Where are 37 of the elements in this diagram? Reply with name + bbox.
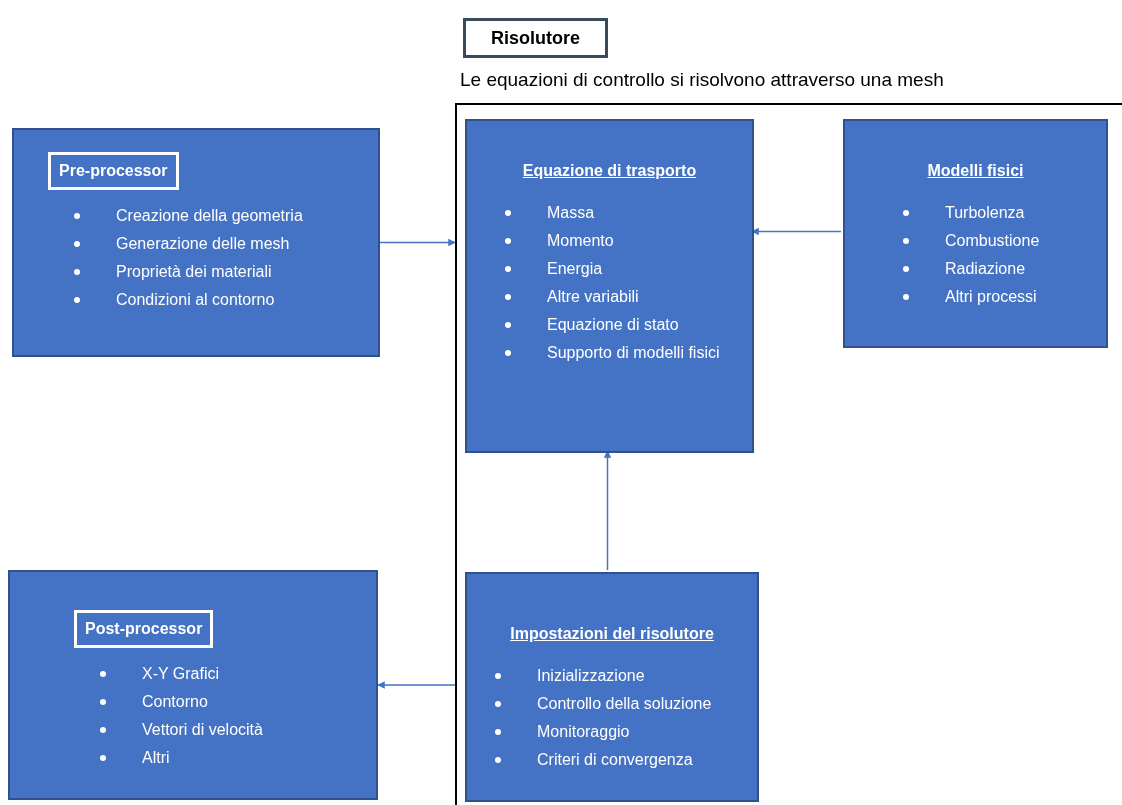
process-box [465,572,759,802]
arrow [379,238,456,247]
process-box [465,119,754,453]
list-item: Altre variabili [547,287,639,307]
list-item: Momento [547,231,614,251]
list-item: Supporto di modelli fisici [547,343,720,363]
solver-frame [455,103,1122,805]
list-item: Turbolenza [945,203,1025,223]
list-item: Equazione di stato [547,315,679,335]
list-item: Monitoraggio [537,722,630,742]
process-box [843,119,1108,348]
subtitle-text: Le equazioni di controllo si risolvono attraverso una mesh [460,68,944,92]
list-item: Combustione [945,231,1040,251]
list-item: Proprietà dei materiali [116,262,272,282]
list-item: Massa [547,203,595,223]
list-item: Altri processi [945,287,1037,307]
list-item: Inizializzazione [537,666,645,686]
list-item: Creazione della geometria [116,206,303,226]
box-heading: Pre-processor [48,152,179,190]
process-box [12,128,380,357]
list-item: Criteri di convergenza [537,750,693,770]
box-heading: Modelli fisici [927,161,1024,181]
box-heading: Post-processor [74,610,214,648]
title-box: Risolutore [463,18,608,58]
list-item: Radiazione [945,259,1026,279]
process-box [8,570,378,800]
list-item: Contorno [142,692,208,712]
list-item: Generazione delle mesh [116,234,290,254]
list-item: X-Y Grafici [142,664,220,684]
arrow [377,681,456,689]
box-heading: Impostazioni del risolutore [510,624,714,644]
list-item: Altri [142,748,170,768]
box-heading: Equazione di trasporto [522,161,697,181]
list-item: Vettori di velocità [142,720,263,740]
list-item: Energia [547,259,603,279]
list-item: Condizioni al contorno [116,290,275,310]
list-item: Controllo della soluzione [537,694,712,714]
